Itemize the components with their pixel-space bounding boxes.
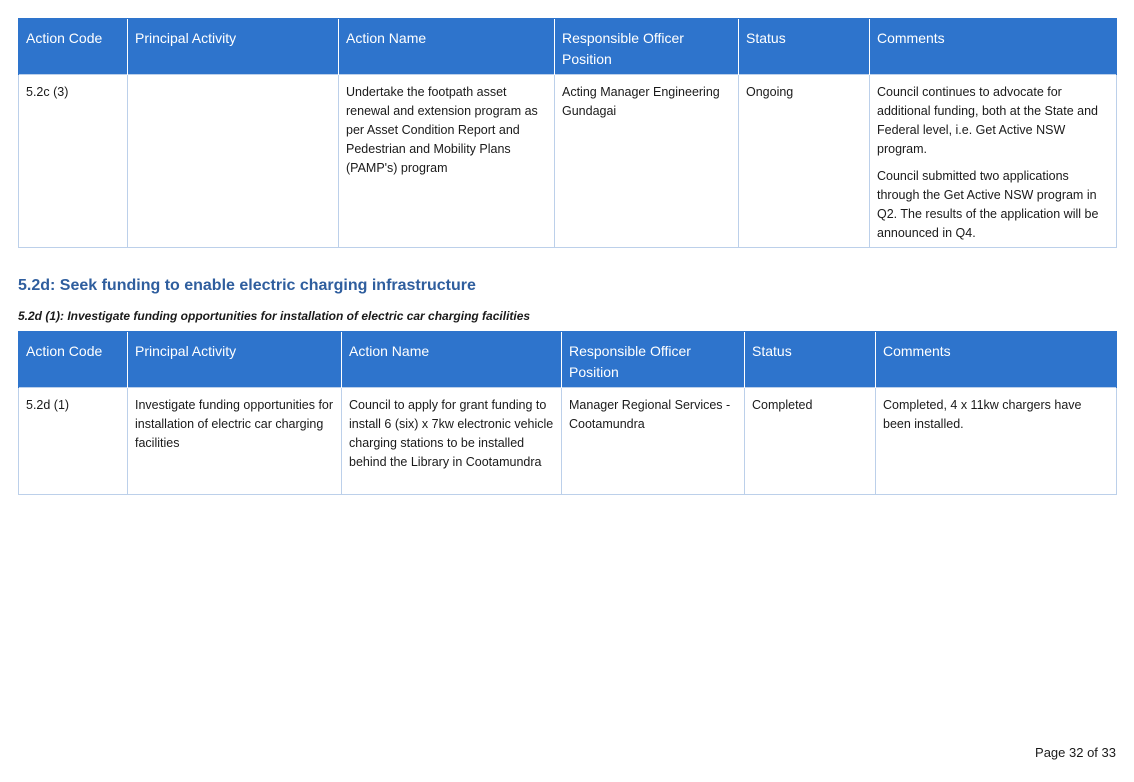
table-row: 5.2c (3) Undertake the footpath asset re… <box>18 74 1117 248</box>
header-action-name: Action Name <box>338 18 555 75</box>
cell-action-code: 5.2d (1) <box>18 387 128 495</box>
header-status: Status <box>738 18 870 75</box>
comment-paragraph: Council submitted two applications throu… <box>877 169 1099 240</box>
cell-responsible-officer: Manager Regional Services - Cootamundra <box>561 387 745 495</box>
cell-responsible-officer: Acting Manager Engineering Gundagai <box>554 74 739 248</box>
header-status: Status <box>744 331 876 388</box>
table-header-row: Action Code Principal Activity Action Na… <box>18 18 1117 75</box>
cell-principal-activity: Investigate funding opportunities for in… <box>127 387 342 495</box>
comment-paragraph: Completed, 4 x 11kw chargers have been i… <box>883 398 1082 431</box>
cell-action-name: Council to apply for grant funding to in… <box>341 387 562 495</box>
cell-comments: Completed, 4 x 11kw chargers have been i… <box>875 387 1117 495</box>
comment-paragraph: Council continues to advocate for additi… <box>877 85 1099 156</box>
section-heading: 5.2d: Seek funding to enable electric ch… <box>18 277 476 294</box>
header-principal-activity: Principal Activity <box>127 331 342 388</box>
action-table-5-2c: Action Code Principal Activity Action Na… <box>18 18 1117 248</box>
cell-action-name: Undertake the footpath asset renewal and… <box>338 74 555 248</box>
header-action-name: Action Name <box>341 331 562 388</box>
header-comments: Comments <box>869 18 1117 75</box>
header-action-code: Action Code <box>18 331 128 388</box>
header-action-code: Action Code <box>18 18 128 75</box>
header-principal-activity: Principal Activity <box>127 18 339 75</box>
cell-status: Completed <box>744 387 876 495</box>
header-responsible-officer: Responsible Officer Position <box>554 18 739 75</box>
cell-comments: Council continues to advocate for additi… <box>869 74 1117 248</box>
cell-action-code: 5.2c (3) <box>18 74 128 248</box>
table-header-row: Action Code Principal Activity Action Na… <box>18 331 1117 388</box>
header-comments: Comments <box>875 331 1117 388</box>
action-table-5-2d: Action Code Principal Activity Action Na… <box>18 331 1117 495</box>
page-number: Page 32 of 33 <box>1035 745 1116 760</box>
cell-status: Ongoing <box>738 74 870 248</box>
table-row: 5.2d (1) Investigate funding opportuniti… <box>18 387 1117 495</box>
section-subheading: 5.2d (1): Investigate funding opportunit… <box>18 309 531 323</box>
cell-principal-activity <box>127 74 339 248</box>
header-responsible-officer: Responsible Officer Position <box>561 331 745 388</box>
